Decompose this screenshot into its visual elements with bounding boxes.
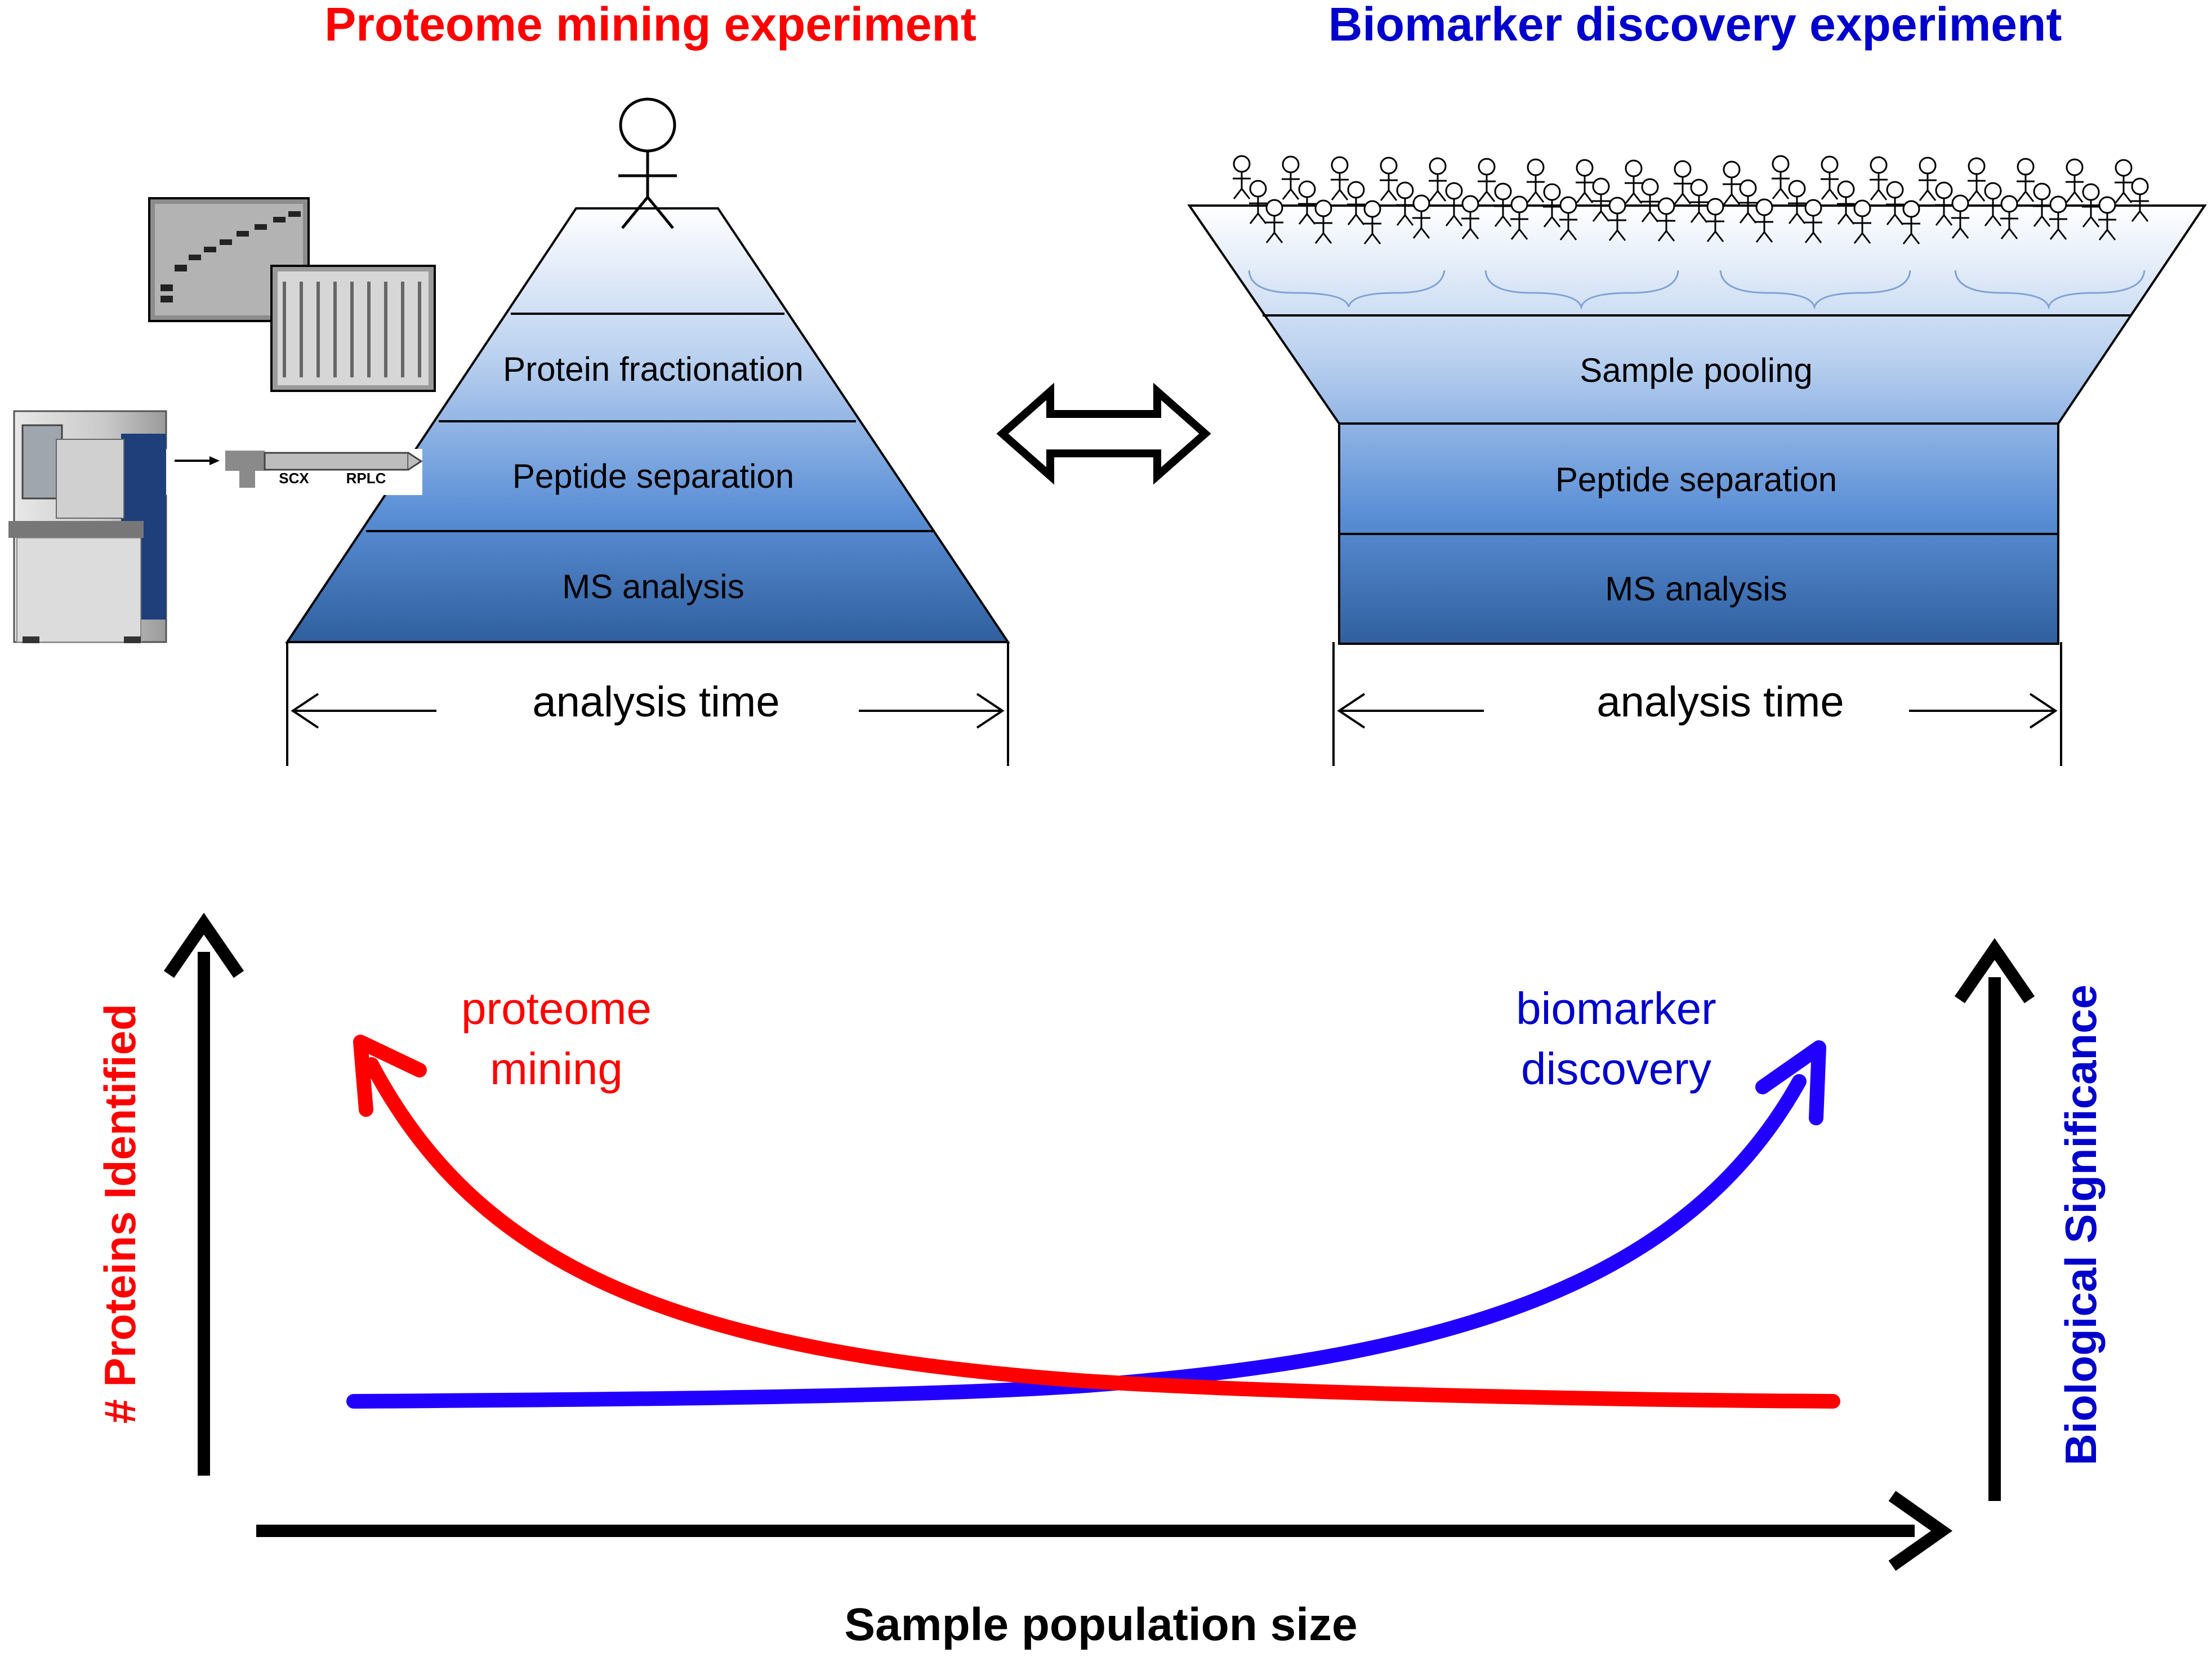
graph-axes: [163, 912, 2035, 1571]
right-analysis-time: [1332, 642, 2062, 766]
biomarker-funnel: Sample pooling Peptide separation MS ana…: [1187, 204, 2207, 645]
person-icon: [1314, 199, 1332, 244]
person-icon: [1706, 198, 1724, 242]
person-icon: [1984, 182, 2002, 226]
person-icon: [1331, 156, 1349, 201]
person-icon: [1429, 157, 1447, 202]
person-icon: [1412, 194, 1430, 239]
person-icon: [1772, 155, 1790, 199]
person-icon: [1853, 199, 1871, 244]
person-icon: [1527, 158, 1545, 203]
person-icon: [1445, 182, 1463, 226]
person-icon: [1739, 179, 1757, 224]
person-icon: [1282, 155, 1300, 200]
blue-curve-label-line2: discovery: [1521, 1044, 1711, 1094]
person-icon: [1233, 155, 1251, 199]
person-icon: [1559, 196, 1577, 240]
person-icon: [1461, 195, 1479, 239]
person-icon: [2033, 182, 2051, 227]
person-icon: [1625, 159, 1643, 204]
person-icon: [1690, 179, 1708, 223]
person-icon: [1919, 157, 1937, 201]
person-icon: [1510, 195, 1528, 240]
person-icon: [2000, 195, 2018, 239]
person-icon: [1788, 180, 1806, 224]
red-curve-label-line2: mining: [490, 1044, 623, 1094]
person-icon: [1657, 197, 1675, 242]
person-icon: [1347, 181, 1365, 225]
person-icon: [1396, 181, 1414, 226]
person-icon: [1968, 157, 1986, 202]
gel-image-icon: [148, 197, 436, 392]
person-icon: [2082, 183, 2100, 228]
right-time-label: analysis time: [1596, 678, 1844, 726]
person-icon: [1821, 155, 1839, 200]
proteome-arrowhead: [353, 1035, 427, 1117]
mass-spectrometer-icon: [8, 410, 167, 643]
person-icon: [1249, 180, 1267, 224]
person-icon: [1380, 157, 1398, 201]
person-icon: [1804, 199, 1822, 243]
rplc-label: RPLC: [346, 470, 386, 487]
person-icon: [1265, 199, 1283, 243]
person-icon: [1641, 178, 1659, 222]
right-layer-2: Peptide separation: [1555, 461, 1837, 498]
left-layer-2: Peptide separation: [512, 457, 794, 495]
person-icon: [2098, 196, 2116, 240]
red-curve-label-line1: proteome: [461, 983, 652, 1034]
double-arrow-icon: [996, 382, 1211, 485]
person-icon: [2115, 159, 2133, 203]
person-icon: [1363, 200, 1381, 244]
person-icon: [1298, 180, 1316, 225]
person-icon: [1723, 161, 1741, 205]
proteome-mining-pyramid: Protein fractionation Peptide separation…: [285, 207, 1010, 643]
blue-curve-label-line1: biomarker: [1516, 983, 1716, 1034]
person-icon: [1576, 159, 1594, 203]
person-icon: [1870, 156, 1888, 201]
right-layer-1: Sample pooling: [1580, 351, 1813, 389]
person-icon: [2131, 177, 2149, 222]
person-icon: [1608, 197, 1626, 241]
person-icon: [1902, 200, 1920, 244]
person-icon: [2066, 158, 2084, 203]
person-icon: [1478, 158, 1496, 202]
lc-column-icon: SCX RPLC: [166, 449, 423, 495]
person-icon: [2049, 195, 2067, 240]
person-icon: [1935, 181, 1953, 226]
left-axis-label: # Proteins Identified: [95, 1004, 145, 1423]
person-icon: [1755, 198, 1773, 243]
pool-braces: [1248, 270, 2146, 310]
left-layer-3: MS analysis: [562, 568, 744, 605]
person-icon: [1494, 182, 1512, 227]
person-icon: [1592, 177, 1610, 222]
scx-label: SCX: [279, 470, 309, 487]
person-icon: [1543, 183, 1561, 228]
x-axis-label: Sample population size: [844, 1599, 1357, 1650]
person-icon: [1951, 194, 1969, 239]
right-panel-title: Biomarker discovery experiment: [1328, 0, 2062, 51]
left-analysis-time: [286, 642, 1009, 766]
left-time-label: analysis time: [532, 678, 779, 726]
left-layer-1: Protein fractionation: [503, 350, 804, 388]
biomarker-arrowhead: [1755, 1040, 1826, 1125]
person-icon: [618, 97, 677, 229]
crowd-of-people-icon: [1233, 155, 2149, 244]
person-icon: [1674, 160, 1692, 204]
person-icon: [2017, 158, 2035, 202]
right-axis-label: Biological Significance: [2056, 985, 2106, 1466]
person-icon: [1837, 180, 1855, 225]
left-panel-title: Proteome mining experiment: [324, 0, 976, 51]
proteome-mining-curve: [364, 1057, 1840, 1409]
person-icon: [1886, 181, 1904, 225]
biomarker-discovery-curve: [346, 1074, 1807, 1409]
right-layer-3: MS analysis: [1605, 570, 1787, 608]
